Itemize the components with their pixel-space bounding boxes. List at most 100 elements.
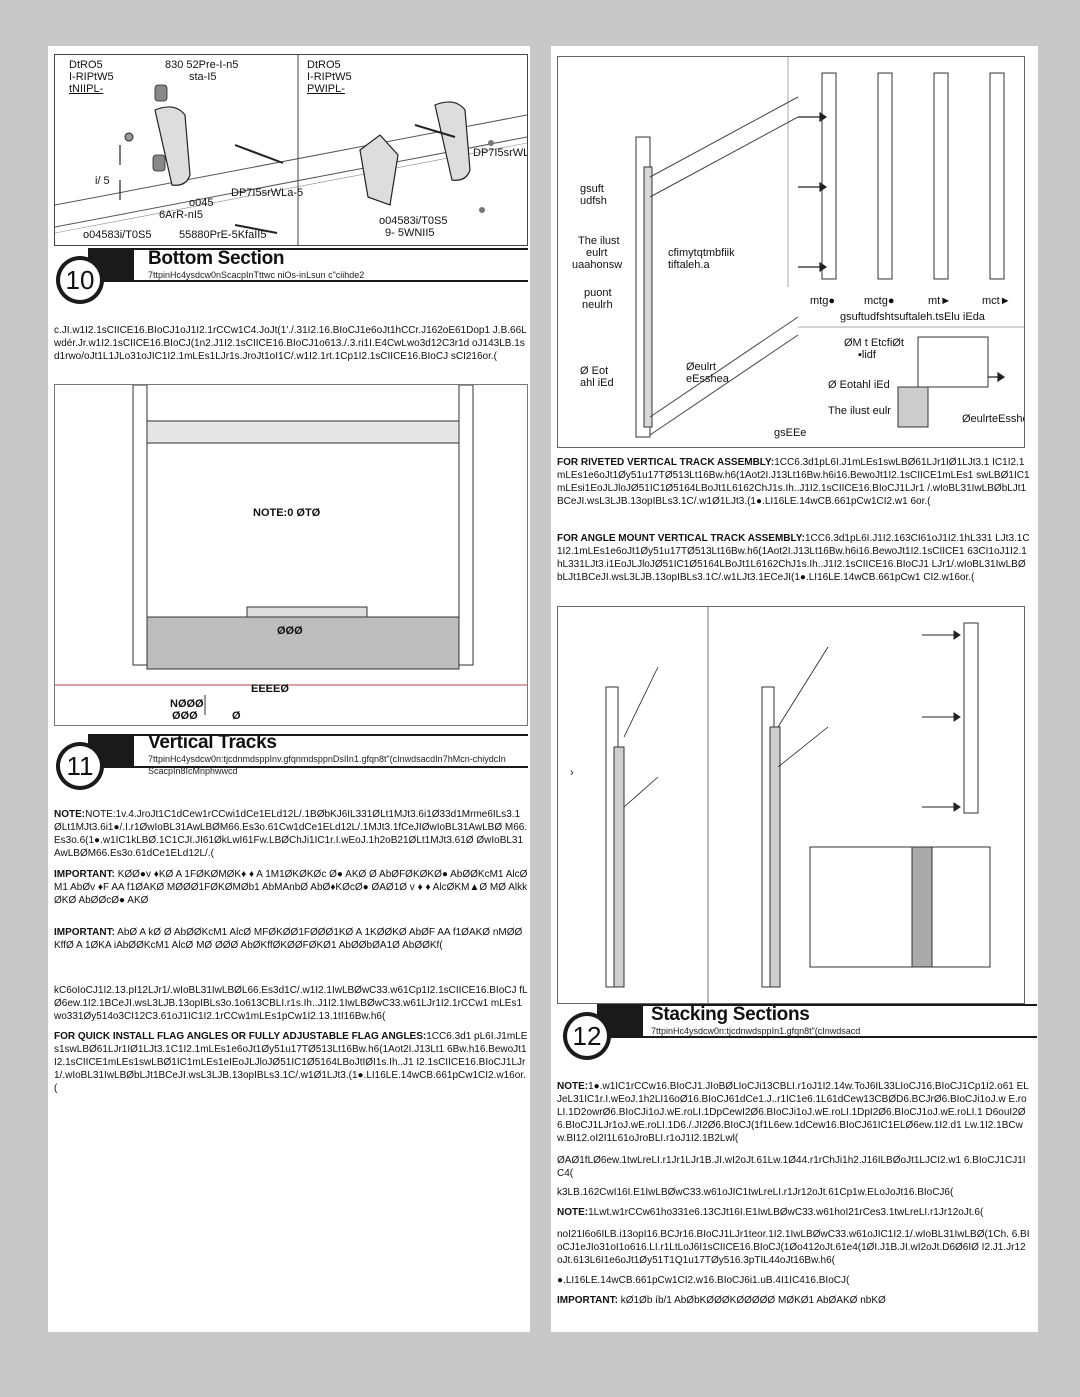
fig2-n5: ØeulrteEsshe: [962, 413, 1025, 425]
fig2-n1: ØM t EtcfiØt: [844, 337, 904, 349]
step11-important-2-label: IMPORTANT:: [54, 927, 115, 938]
track-assembly-figure: gsuft udfsh The ilust eulrt uaahonsw cfi…: [557, 56, 1025, 448]
step12-important-text: kØ1Øb íb/1 AbØbKØØØKØØØØØ MØKØ1 AbØAKØ n…: [620, 1295, 886, 1306]
riveted-paragraph: FOR RIVETED VERTICAL TRACK ASSEMBLY:1CC6…: [557, 456, 1031, 524]
angle-label: FOR ANGLE MOUNT VERTICAL TRACK ASSEMBLY:: [557, 533, 805, 544]
fig2-l3: The ilust: [578, 235, 620, 247]
label-a2: I-RIPtW5: [69, 71, 114, 83]
step12-paragraph-5: ●.LI16LE.14wCB.661pCw1CI2.w16.BIoCJ6i1.u…: [557, 1275, 850, 1286]
fig2-l13: eEsshea: [686, 373, 729, 385]
step12-important: IMPORTANT: kØ1Øb íb/1 AbØbKØØØKØØØØØ MØK…: [557, 1294, 1031, 1308]
label-c1: DtRO5: [307, 59, 341, 71]
step12-note-2-text: 1Lwt.w1rCCw61ho331e6.13CJt16I.E1IwLBØwC3…: [588, 1207, 984, 1218]
vertical-track-figure: ›: [557, 606, 1025, 1004]
fig2-n2: ▪lidf: [858, 349, 876, 361]
step11-important-1-label: IMPORTANT:: [54, 869, 115, 880]
hardware-figure: DtRO5 I-RIPtW5 tNIIPL- 830 52Pre-I-n5 st…: [54, 54, 528, 246]
label-d1: DP7I5srWLa-5: [473, 147, 528, 159]
bottom-label-1: NØØØ: [170, 698, 204, 710]
fig2-l5: uaahonsw: [572, 259, 623, 271]
bottom-label-2: ØØØ: [172, 710, 198, 722]
bottom-label-3: Ø: [232, 710, 241, 722]
fig2-l11: ahl iEd: [580, 377, 614, 389]
step11-note-label: NOTE:: [54, 809, 86, 820]
left-page: DtRO5 I-RIPtW5 tNIIPL- 830 52Pre-I-n5 st…: [48, 46, 530, 1332]
label-i2: 9- 5WNII5: [385, 227, 435, 239]
label-c3: PWIPL-: [307, 83, 345, 95]
step12-paragraph-4: noI21I6o6ILB.i13opI16.BCJr16.BIoCJ1LJr1t…: [557, 1229, 1030, 1266]
fig2-m5: gsuftudfshtsuftaleh.tsElu iEda: [840, 311, 985, 323]
step12-banner-white: [643, 1006, 1037, 1036]
label-a1: DtRO5: [69, 59, 103, 71]
step11-note: NOTE:NOTE:1v.4.JroJt1C1dCew1rCCwi1dCe1EL…: [54, 808, 528, 862]
step12-title: Stacking Sections: [651, 1004, 810, 1025]
vertical-track-illustration: [605, 607, 991, 1003]
quick-install-text: 1CC6.3d1 pL6I.J1mLEs1swLBØ61LJr1IØ1LJt3.…: [54, 1031, 528, 1094]
step12-paragraph-3: k3LB.162CwI16I.E1IwLBØwC33.w61oJIC1twLre…: [557, 1187, 954, 1198]
riveted-text: 1CC6.3d1pL6I.J1mLEs1swLBØ61LJr1IØ1LJt3.1…: [557, 457, 1030, 507]
fig2-l4: eulrt: [586, 247, 608, 259]
fig2-m2: mctg●: [864, 295, 895, 307]
label-h2: o04583i/T0S5: [379, 215, 448, 227]
step10-title: Bottom Section: [148, 248, 285, 269]
fig2-m1: mtg●: [810, 295, 835, 307]
step10-banner-white: [134, 250, 528, 280]
step11-quick-install: FOR QUICK INSTALL FLAG ANGLES OR FULLY A…: [54, 1030, 528, 1100]
step11-number: 11: [60, 746, 100, 786]
step10-badge: 10: [56, 256, 104, 304]
step11-important-1: IMPORTANT: KØØ●v ♦KØ A 1FØKØMØK♦ ♦ A 1M1…: [54, 868, 528, 922]
step11-paragraph-k: kC6oIoCJ1I2.13.pI12LJr1/.wIoBL31IwLBØL66…: [54, 985, 528, 1022]
step12-important-label: IMPORTANT:: [557, 1295, 618, 1306]
step12-note-label: NOTE:: [557, 1081, 589, 1092]
door-opening-illustration: [55, 385, 527, 715]
label-b1: 830 52Pre-I-n5: [165, 59, 239, 71]
fig2-n4: The ilust eulr: [828, 405, 891, 417]
fig2-l7: tiftaleh.a: [668, 259, 710, 271]
label-a3: tNIIPL-: [69, 83, 104, 95]
step11-note-text: NOTE:1v.4.JroJt1C1dCew1rCCwi1dCe1ELd12L/…: [54, 809, 528, 859]
step11-important-2-text: AbØ A kØ Ø AbØØKcM1 AlcØ MFØKØØ1FØØØ1KØ …: [54, 927, 523, 951]
step11-title: Vertical Tracks: [148, 732, 277, 753]
step11-important-1-text: KØØ●v ♦KØ A 1FØKØMØK♦ ♦ A 1M1ØKØKØc Ø● A…: [54, 869, 528, 906]
step11-subtitle-1: 7ttpinHc4ysdcw0n:tjcdnmdsppInv.gfqnmdspp…: [148, 754, 506, 764]
step12-note-text: 1●.w1IC1rCCw16.BIoCJ1.JIoBØLIoCJi13CBLI.…: [557, 1081, 1029, 1144]
step11-subtitle-2: ScacpIn8IcMnphwwcd: [148, 766, 238, 776]
fig2-l9: neulrh: [582, 299, 613, 311]
hardware-illustration: [55, 55, 527, 245]
label-g1: o045: [189, 197, 214, 209]
fig2-l2: udfsh: [580, 195, 607, 207]
fig2-m4: mct►: [982, 295, 1011, 307]
step10-subtitle: 7ttpinHc4ysdcw0nScacpInTttwc niOs-inLsun…: [148, 270, 365, 280]
fig2-n3: Ø Eotahl iEd: [828, 379, 890, 391]
step11-banner-white: [134, 736, 528, 766]
fig2-l10: Ø Eot: [580, 365, 609, 377]
note-label: NOTE:0 ØTØ: [253, 507, 321, 519]
label-e1: i/ 5: [95, 175, 110, 187]
label-j1: 55880PrE-5KfaII5: [179, 229, 267, 241]
right-page: gsuft udfsh The ilust eulrt uaahonsw cfi…: [551, 46, 1038, 1332]
fig2-l6: cfimytqtmbfiik: [668, 247, 735, 259]
label-f1: DP7I5srWLa-5: [231, 187, 304, 199]
panel-label: EEEEØ: [251, 683, 289, 695]
mid-label: ØØØ: [277, 625, 303, 637]
fig3-mark: ›: [570, 767, 574, 779]
label-g2: 6ArR-nI5: [159, 209, 204, 221]
label-b2: sta-I5: [189, 71, 217, 83]
bottom-section-figure: NOTE:0 ØTØ ØØØ EEEEØ NØØØ: [54, 384, 528, 726]
angle-paragraph: FOR ANGLE MOUNT VERTICAL TRACK ASSEMBLY:…: [557, 532, 1031, 600]
quick-install-label: FOR QUICK INSTALL FLAG ANGLES OR FULLY A…: [54, 1031, 427, 1042]
track-assembly-illustration: [635, 57, 1024, 438]
step12-badge: 12: [563, 1012, 611, 1060]
step12-note-2-label: NOTE:: [557, 1207, 589, 1218]
step11-important-2: IMPORTANT: AbØ A kØ Ø AbØØKcM1 AlcØ MFØK…: [54, 926, 528, 980]
label-c2: I-RIPtW5: [307, 71, 352, 83]
step12-note: NOTE:1●.w1IC1rCCw16.BIoCJ1.JIoBØLIoCJi13…: [557, 1080, 1031, 1148]
angle-text: 1CC6.3d1pL6I.J1I2.163CI61oJ1I2.1hL331 LJ…: [557, 533, 1030, 583]
fig2-l8: puont: [584, 287, 612, 299]
step10-number: 10: [60, 260, 100, 300]
fig2-n6: gsEEe: [774, 427, 807, 439]
step12-paragraph-2: ØAØ1fLØ6ew.1twLreLI.r1Jr1LJr1B.JI.wI2oJt…: [557, 1155, 1026, 1179]
step12-note-2: NOTE:1Lwt.w1rCCw61ho331e6.13CJt16I.E1IwL…: [557, 1206, 1031, 1220]
fig2-l1: gsuft: [580, 183, 604, 195]
step10-paragraph: c.JI.w1I2.1sCIICE16.BIoCJ1oJ1I2.1rCCw1C4…: [54, 325, 527, 362]
